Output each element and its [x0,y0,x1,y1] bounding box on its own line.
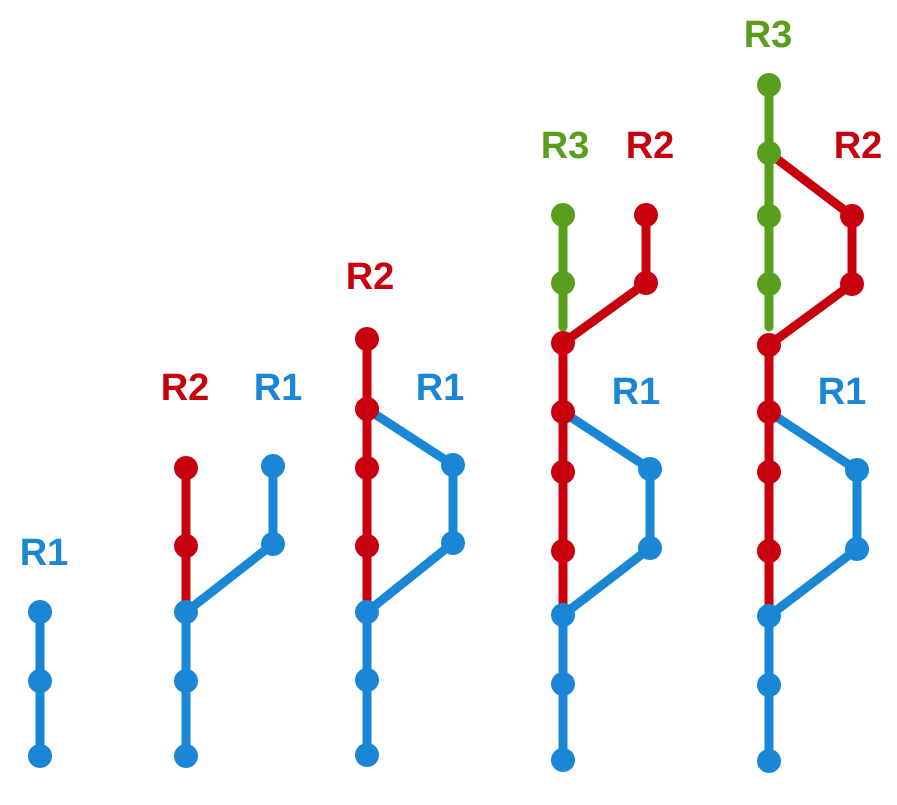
stage-3-r1-node [441,453,465,477]
stage-3-r1-node [355,600,379,624]
stage-4-r3-node [551,271,575,295]
stage-3-r2-node [355,397,379,421]
stage-5-r1-label: R1 [818,371,867,413]
stage-2-r1-edge [181,461,278,617]
stage-3-r1-label: R1 [416,367,465,409]
stage-2-r1-label: R1 [254,367,303,409]
stage-3-r2-node [355,534,379,558]
stage-1-r1-node [28,669,52,693]
stage-3-r2-label: R2 [346,256,395,298]
stage-5-r1-node [757,749,781,773]
stage-4-r2-edge [558,210,651,348]
stage-5-r2-label: R2 [834,125,883,167]
stage-5-r2-node [757,400,781,424]
stage-3-r1-edge [362,404,458,617]
stage-3-r2-node [355,456,379,480]
stage-1-r1-label: R1 [20,532,69,574]
stage-4-r1-node [638,536,662,560]
stage-2-r1-node [261,532,285,556]
stage-5-r2-node [757,333,781,357]
stage-1-r1-node [28,744,52,768]
stage-5-r2-node [840,272,864,296]
stage-4-r1-label: R1 [612,371,661,413]
stage-1-r1-node [28,600,52,624]
stage-5-r2-node [840,204,864,228]
stage-5-r1-node [845,537,869,561]
stage-5-r1-node [757,673,781,697]
stage-5-r3-node [757,73,781,97]
stage-4-r2-node [551,331,575,355]
stage-4-r1-node [638,457,662,481]
stage-5-r3-node [757,272,781,296]
stage-4-r3-label: R3 [541,125,590,167]
stage-2-r1-node [174,600,198,624]
stage-2-r2-label: R2 [161,367,210,409]
stage-5-r1-edge [764,407,862,621]
stage-4-r1-node [551,603,575,627]
stage-4-r2-node [634,271,658,295]
stage-4-r2-node [551,460,575,484]
stage-5-r3-label: R3 [744,14,793,56]
stage-5-r3-node [757,204,781,228]
stage-5-r2-node [757,460,781,484]
stage-5-r1-node [845,458,869,482]
stage-4-r2-node [551,539,575,563]
stage-4-r2-node [551,400,575,424]
stage-4-r2-label: R2 [626,125,675,167]
stage-3-r1-node [355,743,379,767]
stage-2-r1-node [261,454,285,478]
stage-3-r1-node [355,668,379,692]
stage-4-r1-node [551,672,575,696]
stage-5-r1-node [757,604,781,628]
stage-5-r3-node [757,141,781,165]
stage-3-r1-node [441,531,465,555]
stage-2-r2-node [174,534,198,558]
stage-5-r2-edge [764,148,857,350]
stage-5-r2-node [757,539,781,563]
stage-2-r1-node [174,669,198,693]
stage-4-r3-node [551,203,575,227]
stage-4-r2-node [634,203,658,227]
stage-4-r1-edge [558,407,655,620]
stage-2-r1-node [174,744,198,768]
stage-2-r2-node [174,456,198,480]
stage-4-r1-node [551,748,575,772]
stage-3-r2-node [355,327,379,351]
